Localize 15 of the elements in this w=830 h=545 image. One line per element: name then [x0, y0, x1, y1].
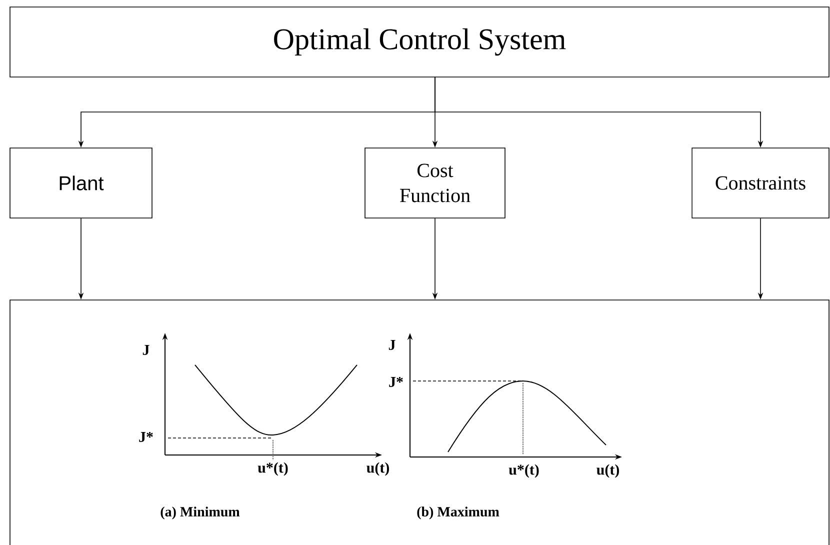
axis-label: J: [142, 345, 150, 355]
axis-label: u*(t): [508, 464, 539, 478]
axis-label: u*(t): [258, 462, 288, 476]
process-box: Cost Function: [364, 148, 506, 218]
panel-box: [10, 300, 830, 545]
axis-label: J: [388, 340, 396, 350]
process-box: Constraints: [692, 148, 830, 218]
chart-caption: (a) Minimum: [160, 506, 240, 520]
chart-caption: (b) Maximum: [417, 506, 500, 520]
title-box: Optimal Control System: [10, 6, 830, 78]
axis-label: J*: [139, 432, 153, 442]
process-box: Plant: [10, 148, 152, 218]
axis-label: J*: [389, 376, 403, 387]
axis-label: u(t): [366, 462, 389, 476]
axis-label: u(t): [596, 464, 619, 478]
